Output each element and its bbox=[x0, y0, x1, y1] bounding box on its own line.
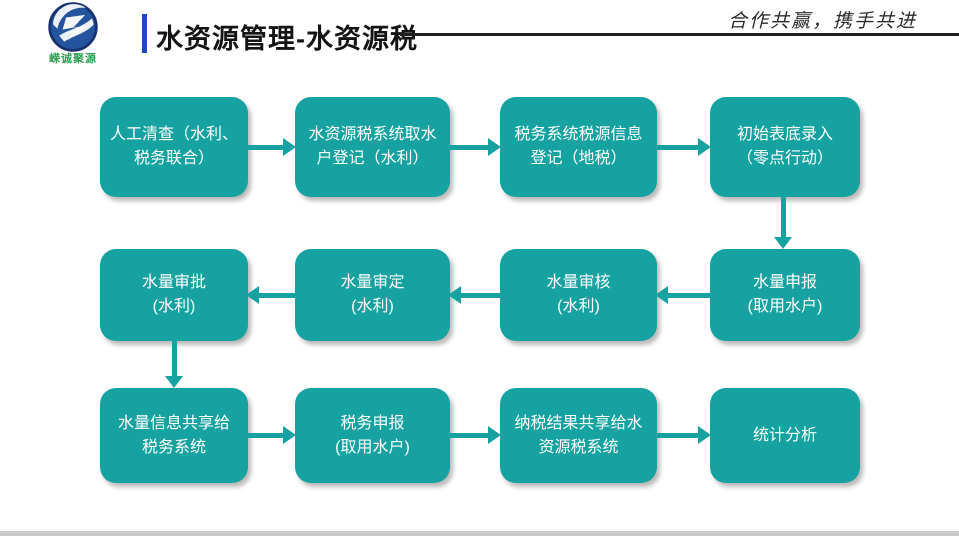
flow-step-water-tax-system-registration: 水资源税系统取水 户登记（水利） bbox=[295, 97, 450, 197]
arrow-down-icon bbox=[774, 197, 792, 249]
brand-text: 嵘诚聚源 bbox=[49, 53, 97, 65]
header-divider-line bbox=[400, 33, 959, 36]
flow-step-water-volume-determination: 水量审定 (水利) bbox=[295, 249, 450, 341]
arrow-right-icon bbox=[448, 138, 501, 156]
arrow-right-icon bbox=[246, 426, 296, 444]
arrow-right-icon bbox=[448, 426, 501, 444]
company-logo: 嵘诚聚源 bbox=[37, 1, 109, 66]
arrow-left-icon bbox=[448, 286, 501, 304]
arrow-left-icon bbox=[246, 286, 296, 304]
flow-step-water-volume-declaration: 水量申报 (取用水户) bbox=[710, 249, 860, 341]
arrow-right-icon bbox=[655, 138, 711, 156]
flow-step-share-water-info: 水量信息共享给 税务系统 bbox=[100, 388, 248, 483]
arrow-right-icon bbox=[655, 426, 711, 444]
arrow-right-icon bbox=[246, 138, 296, 156]
title-accent-bar bbox=[142, 14, 147, 53]
flow-step-water-volume-approval: 水量审批 (水利) bbox=[100, 249, 248, 341]
arrow-down-icon bbox=[165, 341, 183, 388]
logo-globe-icon bbox=[48, 2, 98, 52]
flow-step-initial-meter-entry: 初始表底录入 （零点行动） bbox=[710, 97, 860, 197]
flow-step-tax-system-source-registration: 税务系统税源信息 登记（地税） bbox=[500, 97, 657, 197]
flow-step-share-tax-result: 纳税结果共享给水 资源税系统 bbox=[500, 388, 657, 483]
flow-step-tax-declaration: 税务申报 (取用水户) bbox=[295, 388, 450, 483]
page-title: 水资源管理-水资源税 bbox=[156, 24, 418, 54]
arrow-left-icon bbox=[655, 286, 711, 304]
flow-step-water-volume-review: 水量审核 (水利) bbox=[500, 249, 657, 341]
footer-bar bbox=[0, 531, 959, 536]
slogan-text: 合作共赢，携手共进 bbox=[727, 11, 917, 32]
flow-step-manual-check: 人工清查（水利、 税务联合） bbox=[100, 97, 248, 197]
flow-step-statistics-analysis: 统计分析 bbox=[710, 388, 860, 483]
